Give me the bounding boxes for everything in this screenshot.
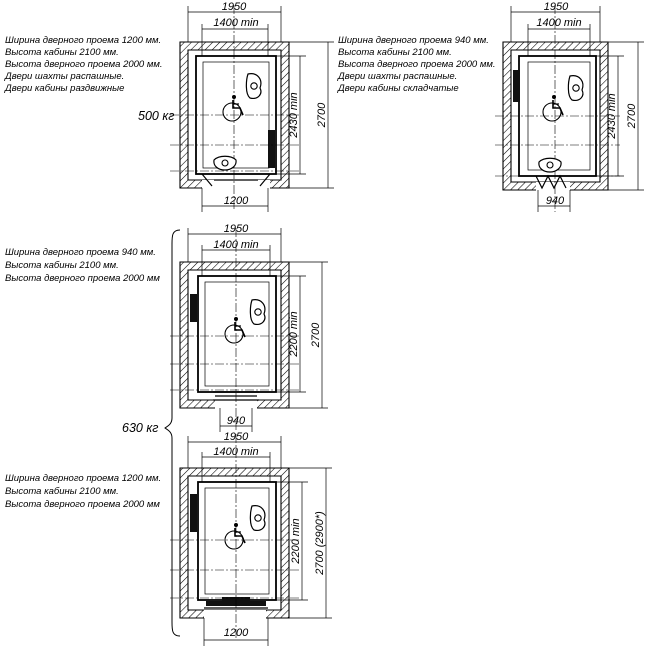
plan-3-note-2: Высота кабины 2100 мм. <box>5 260 119 271</box>
plan-2-person-icon <box>567 75 584 101</box>
plan-2-note-1: Ширина дверного проема 940 мм. <box>338 35 489 46</box>
plan-4: Ширина дверного проема 1200 мм. Высота к… <box>5 431 332 646</box>
plan-2: Ширина дверного проема 940 мм. Высота ка… <box>337 1 644 212</box>
plan-1: Ширина дверного проема 1200 мм. Высота к… <box>4 1 334 212</box>
plan-1-dim-door: 1200 <box>224 195 249 207</box>
plan-3-wheelchair-icon <box>224 316 246 344</box>
plan-1-note-3: Высота дверного проема 2000 мм. <box>5 59 163 70</box>
plan-1-note-4: Двери шахты распашные. <box>4 71 124 82</box>
plan-4-note-3: Высота дверного проема 2000 мм <box>5 499 160 510</box>
plan-1-person-side-icon <box>213 155 237 171</box>
plan-3-dim-total-width: 1950 <box>224 223 249 235</box>
plan-4-dim-cabin-depth: 2200 min <box>290 518 302 564</box>
plan-3-person-icon <box>249 299 266 325</box>
plan-3-note-3: Высота дверного проема 2000 мм <box>5 273 160 284</box>
plan-2-note-5: Двери кабины складчатые <box>337 83 459 94</box>
plan-4-dim-cabin-width: 1400 min <box>213 446 258 458</box>
plan-1-control-panel <box>268 130 275 168</box>
plan-2-dim-total-width: 1950 <box>544 1 569 13</box>
plan-4-dim-door: 1200 <box>224 627 249 639</box>
plan-1-wheelchair-icon <box>222 94 244 122</box>
plan-2-wheelchair-icon <box>542 94 564 122</box>
plan-3-dim-cabin-depth: 2200 min <box>288 311 300 357</box>
plan-1-note-1: Ширина дверного проема 1200 мм. <box>5 35 161 46</box>
plan-2-dim-cabin-depth: 2430 min <box>606 93 618 139</box>
plan-2-note-4: Двери шахты распашные. <box>337 71 457 82</box>
plan-2-dim-door: 940 <box>546 195 565 207</box>
plan-3: Ширина дверного проема 940 мм. Высота ка… <box>5 223 328 432</box>
plan-3-dim-total-depth: 2700 <box>310 322 322 348</box>
plan-1-dim-total-depth: 2700 <box>316 102 328 128</box>
plan-4-dim-total-depth: 2700 (2900*) <box>314 511 326 576</box>
plan-1-dim-cabin-depth: 2430 min <box>288 92 300 138</box>
plan-2-note-3: Высота дверного проема 2000 мм. <box>338 59 496 70</box>
plan-2-note-2: Высота кабины 2100 мм. <box>338 47 452 58</box>
plan-4-person-icon <box>249 505 266 531</box>
brace-630 <box>164 229 181 637</box>
plan-4-dim-total-width: 1950 <box>224 431 249 443</box>
plan-2-dim-cabin-width: 1400 min <box>536 17 581 29</box>
plan-3-note-1: Ширина дверного проема 940 мм. <box>5 247 156 258</box>
plan-1-dim-cabin-width: 1400 min <box>213 17 258 29</box>
plan-4-control-panel <box>190 494 197 532</box>
plan-4-shaft-walls <box>179 467 290 619</box>
plan-3-dim-door: 940 <box>227 415 246 427</box>
plan-1-dim-total-width: 1950 <box>222 1 247 13</box>
plan-2-control-panel <box>513 70 520 102</box>
plan-3-cabin <box>197 275 277 393</box>
weight-500-label: 500 кг <box>138 109 174 123</box>
plan-2-dim-total-depth: 2700 <box>626 103 638 129</box>
plan-4-cabin <box>197 481 277 601</box>
plan-4-wheelchair-icon <box>224 522 246 550</box>
weight-630-label: 630 кг <box>122 421 158 435</box>
plan-1-note-2: Высота кабины 2100 мм. <box>5 47 119 58</box>
plan-4-note-2: Высота кабины 2100 мм. <box>5 486 119 497</box>
plan-1-person-icon <box>245 73 262 99</box>
plan-3-control-panel <box>190 294 197 322</box>
plan-1-note-5: Двери кабины раздвижные <box>4 83 124 94</box>
plan-2-person-side-icon <box>538 157 562 173</box>
plan-4-note-1: Ширина дверного проема 1200 мм. <box>5 473 161 484</box>
plan-3-dim-cabin-width: 1400 min <box>213 239 258 251</box>
